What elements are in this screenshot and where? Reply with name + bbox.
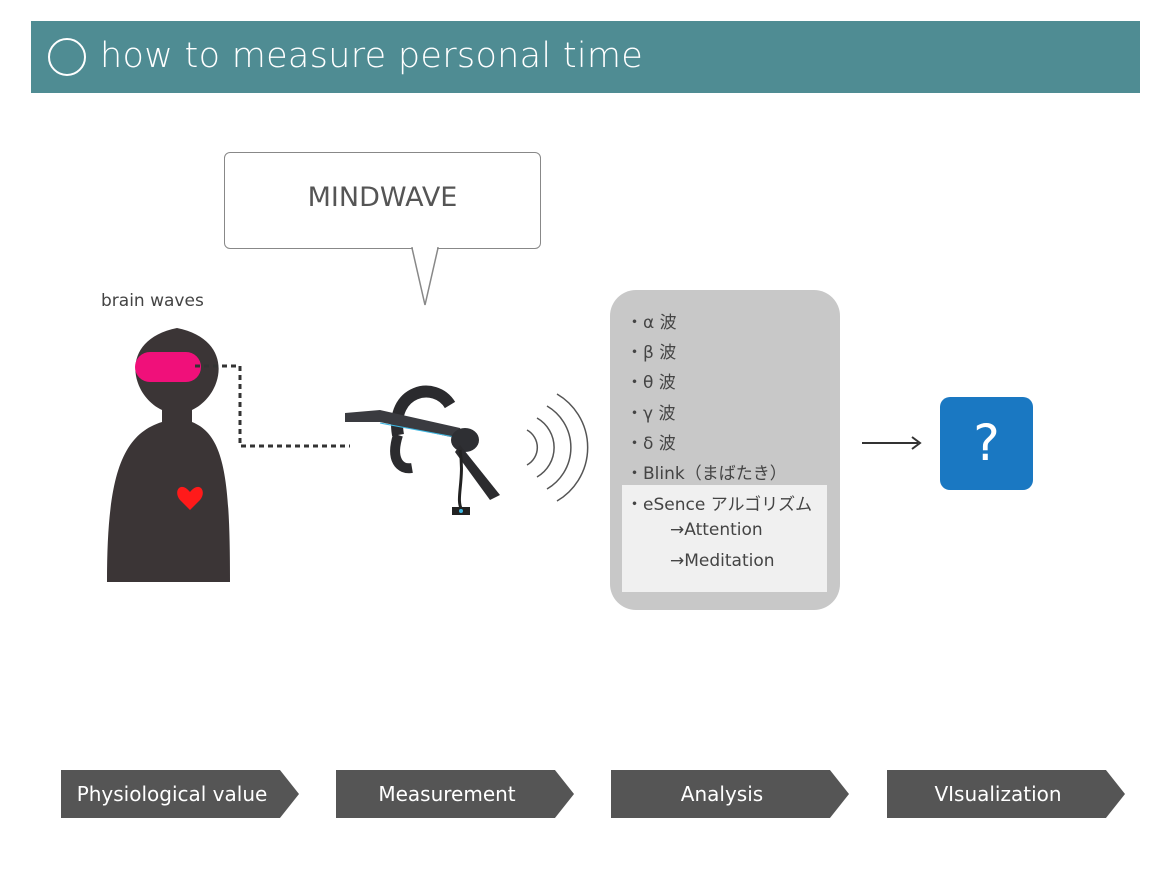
esense-meditation: →Meditation bbox=[670, 551, 775, 571]
page-title: how to measure personal time bbox=[100, 36, 644, 76]
metric-gamma: ・γ 波 bbox=[626, 404, 676, 424]
step-measurement: Measurement bbox=[336, 770, 574, 818]
device-name: MINDWAVE bbox=[307, 182, 458, 213]
speech-bubble bbox=[224, 152, 541, 249]
brain-waves-label: brain waves bbox=[101, 291, 204, 311]
headset-image bbox=[345, 385, 500, 515]
arrow-right-icon bbox=[862, 436, 922, 450]
person-figure bbox=[107, 328, 350, 582]
metric-blink: ・Blink（まばたき） bbox=[626, 464, 787, 484]
metric-delta: ・δ 波 bbox=[626, 434, 676, 454]
esense-title: ・eSence アルゴリズム bbox=[626, 495, 813, 515]
wireless-signal-icon bbox=[526, 393, 589, 502]
metric-theta: ・θ 波 bbox=[626, 373, 676, 393]
heart-icon bbox=[177, 486, 203, 510]
metric-beta: ・β 波 bbox=[626, 343, 677, 363]
brain-icon bbox=[135, 352, 201, 382]
step-visualization: VIsualization bbox=[887, 770, 1125, 818]
connector-line bbox=[195, 364, 350, 448]
title-bar bbox=[31, 21, 1140, 93]
step-analysis: Analysis bbox=[611, 770, 849, 818]
esense-attention: →Attention bbox=[670, 520, 763, 540]
metric-alpha: ・α 波 bbox=[626, 313, 677, 333]
unknown-result-box: ? bbox=[940, 397, 1033, 490]
esense-panel bbox=[622, 485, 827, 592]
speech-bubble-tail bbox=[411, 247, 439, 306]
circle-icon bbox=[48, 38, 86, 76]
step-physiological-value: Physiological value bbox=[61, 770, 299, 818]
